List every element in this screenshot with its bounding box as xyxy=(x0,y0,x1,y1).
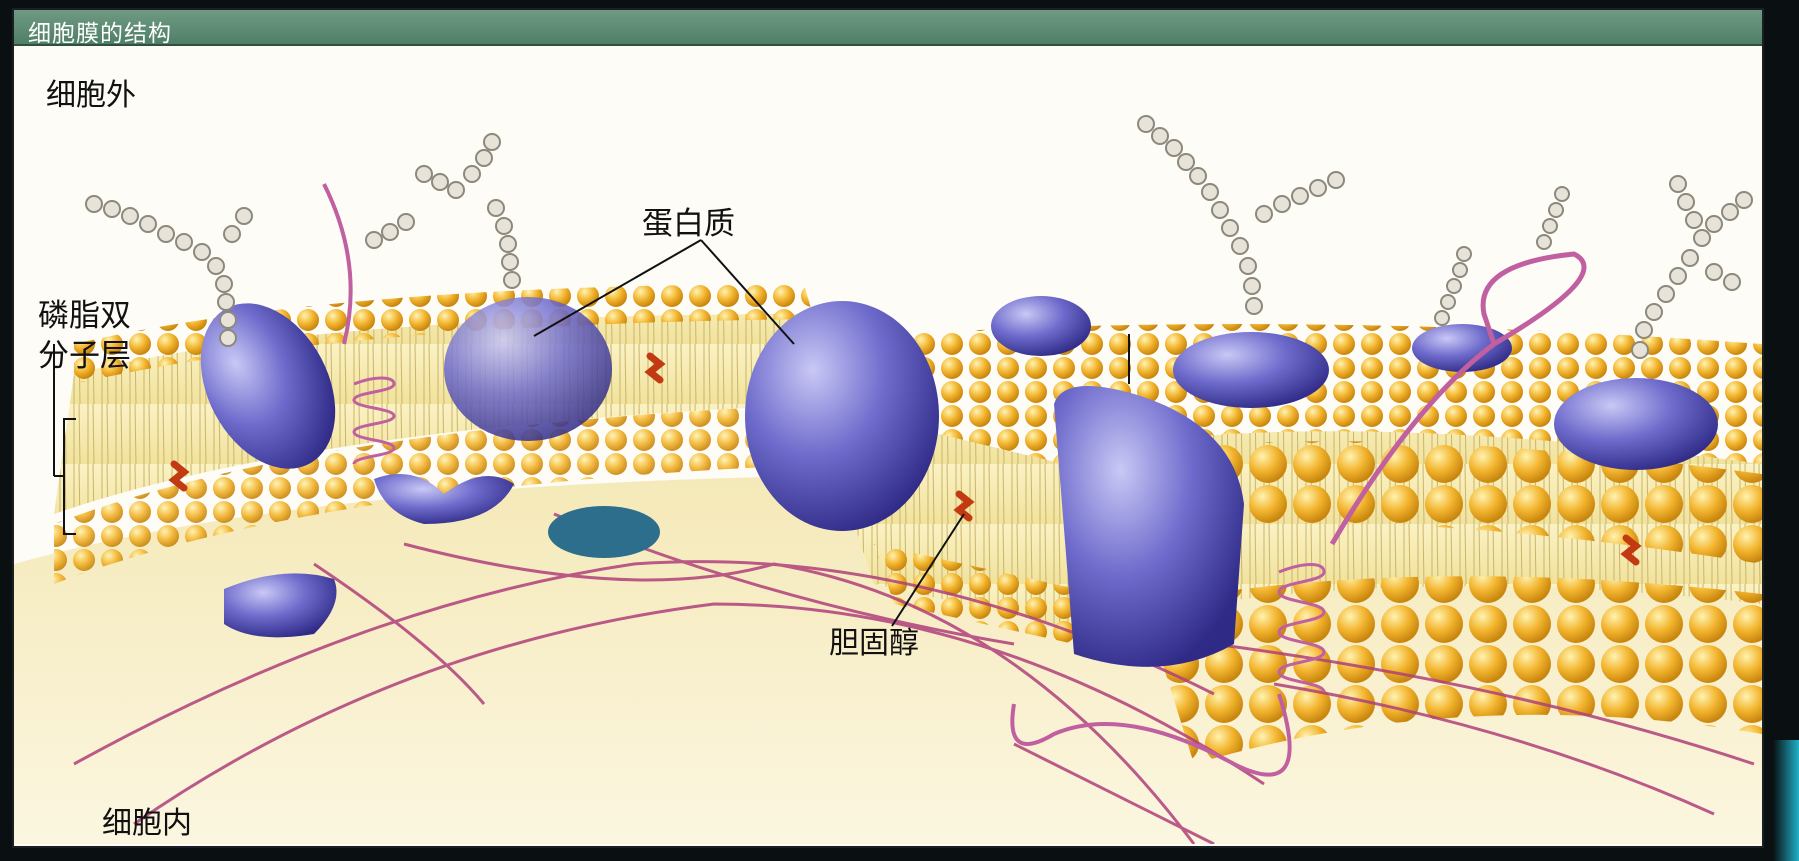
carbohydrate-chain-3 xyxy=(1138,116,1344,314)
protein-peripheral-right xyxy=(1173,332,1329,408)
label-phospholipid-bilayer: 磷脂双 分子层 xyxy=(38,296,178,376)
slide-accent-decoration xyxy=(1773,740,1799,861)
carbohydrate-chain-2 xyxy=(366,134,520,288)
protein-channel xyxy=(444,297,612,441)
diagram-title: 细胞膜的结构 xyxy=(28,14,172,48)
label-intracellular: 细胞内 xyxy=(102,798,192,842)
carbohydrate-chain-5 xyxy=(1632,176,1752,358)
cholesterol-mark xyxy=(1626,538,1636,562)
label-bilayer-line2: 分子层 xyxy=(38,336,178,376)
protein-large-center xyxy=(745,301,939,531)
protein-fragment xyxy=(224,573,337,637)
cholesterol-mark xyxy=(174,464,184,488)
protein-teal xyxy=(548,506,660,558)
protein-peripheral-small xyxy=(1412,324,1512,372)
label-extracellular: 细胞外 xyxy=(46,70,136,114)
cell-membrane-illustration xyxy=(14,44,1762,844)
diagram-panel: 细胞膜的结构 xyxy=(12,8,1764,848)
left-dark-edge xyxy=(0,0,12,861)
label-bilayer-line1: 磷脂双 xyxy=(38,296,178,336)
title-bar: 细胞膜的结构 xyxy=(14,10,1762,46)
label-protein: 蛋白质 xyxy=(642,198,735,243)
protein-peripheral-far-right xyxy=(1554,378,1718,470)
cholesterol-mark xyxy=(650,356,660,380)
protein-top-small xyxy=(991,296,1091,356)
label-cholesterol: 胆固醇 xyxy=(829,618,919,662)
